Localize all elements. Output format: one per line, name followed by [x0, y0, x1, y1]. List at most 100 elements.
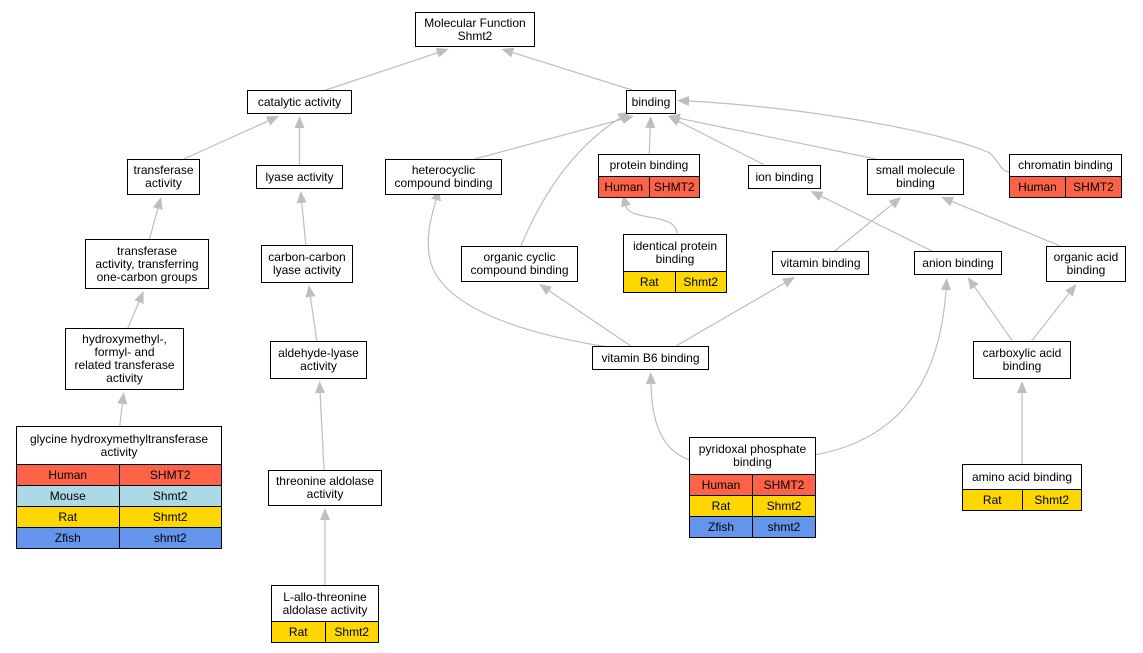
- edge-chromatin-to-binding: [677, 96, 1011, 173]
- edge-protein-binding-to-binding: [645, 116, 656, 155]
- gene-cell[interactable]: SHMT2: [118, 465, 222, 485]
- edge-vitamin-b6-to-organic-cyclic: [539, 284, 632, 347]
- term-label: Molecular Function Shmt2: [424, 15, 526, 43]
- term-label: organic acid binding: [1053, 250, 1119, 277]
- go-term-threonine-aldolase[interactable]: threonine aldolase activity: [268, 470, 382, 506]
- gene-cell[interactable]: Shmt2: [118, 486, 222, 506]
- go-term-vitamin-b6[interactable]: vitamin B6 binding: [592, 346, 709, 370]
- edge-small-molecule-to-binding: [668, 113, 876, 160]
- term-label: chromatin binding: [1018, 158, 1113, 172]
- annotation-row-rat: Rat Shmt2: [963, 489, 1081, 510]
- annotation-row-human: Human SHMT2: [17, 464, 221, 485]
- term-label: protein binding: [609, 158, 689, 172]
- gene-cell[interactable]: Shmt2: [1021, 490, 1082, 510]
- term-label: transferase activity, transferring one-c…: [95, 243, 199, 284]
- go-term-carboxylic-acid[interactable]: carboxylic acid binding: [973, 341, 1071, 379]
- annotation-row-mouse: Mouse Shmt2: [17, 485, 221, 506]
- species-cell: Human: [604, 179, 644, 194]
- species-cell: Rat: [711, 498, 731, 513]
- species-cell: Rat: [639, 274, 659, 289]
- gene-cell[interactable]: shmt2: [118, 528, 222, 548]
- go-term-transferase-one-carbon[interactable]: transferase activity, transferring one-c…: [85, 239, 209, 289]
- edge-anion-binding-to-ion-binding: [810, 191, 933, 252]
- species-cell: Rat: [982, 492, 1002, 507]
- species-cell: Human: [701, 477, 741, 492]
- edge-threonine-aldolase-to-aldehyde-lyase: [315, 381, 326, 471]
- term-label: hydroxymethyl-, formyl- and related tran…: [74, 332, 175, 385]
- go-term-mf[interactable]: Molecular Function Shmt2: [415, 12, 535, 47]
- go-term-small-molecule[interactable]: small molecule binding: [867, 159, 964, 195]
- gene-cell[interactable]: shmt2: [752, 517, 815, 537]
- edge-transferase-one-carbon-to-transferase: [148, 197, 163, 240]
- gene-cell[interactable]: Shmt2: [752, 496, 815, 516]
- species-cell: Mouse: [49, 488, 86, 503]
- edge-pyridoxal-to-vitamin-b6: [646, 372, 691, 461]
- term-label: aldehyde-lyase activity: [278, 346, 359, 373]
- term-label: vitamin B6 binding: [601, 350, 700, 365]
- term-label: heterocyclic compound binding: [394, 163, 493, 190]
- edge-identical-protein-to-protein-binding: [621, 194, 678, 235]
- annotation-row-human: Human SHMT2: [690, 474, 815, 495]
- annotation-row-rat: Rat Shmt2: [624, 271, 726, 292]
- species-cell: Zfish: [54, 530, 81, 545]
- gene-cell[interactable]: SHMT2: [752, 475, 815, 495]
- edge-organic-cyclic-to-binding: [520, 111, 631, 247]
- annotation-row-rat: Rat Shmt2: [690, 495, 815, 516]
- species-cell: Human: [48, 467, 88, 482]
- gene-cell[interactable]: SHMT2: [1065, 177, 1121, 197]
- annotation-row-zfish: Zfish shmt2: [17, 527, 221, 548]
- term-label: carboxylic acid binding: [982, 346, 1062, 373]
- edge-vitamin-binding-to-small-molecule: [834, 197, 902, 252]
- gene-cell[interactable]: Shmt2: [674, 272, 727, 292]
- edge-carbon-carbon-to-lyase: [296, 191, 307, 246]
- go-term-glycine[interactable]: glycine hydroxymethyltransferase activit…: [16, 426, 222, 549]
- edge-pyridoxal-to-anion-binding: [813, 278, 951, 456]
- gene-cell[interactable]: SHMT2: [648, 177, 700, 197]
- go-term-organic-cyclic[interactable]: organic cyclic compound binding: [461, 246, 578, 282]
- gene-cell[interactable]: Shmt2: [118, 507, 222, 527]
- edge-vitamin-b6-to-vitamin-binding: [675, 277, 795, 347]
- edge-amino-acid-to-carboxylic-acid: [1017, 381, 1027, 464]
- go-term-vitamin-binding[interactable]: vitamin binding: [772, 251, 869, 275]
- term-label: binding: [631, 94, 671, 109]
- edge-lyase-to-catalytic: [294, 116, 305, 165]
- go-term-ion-binding[interactable]: ion binding: [748, 165, 821, 189]
- edge-carboxylic-acid-to-organic-acid: [1031, 284, 1077, 342]
- edge-l-allo-to-threonine-aldolase: [320, 508, 330, 585]
- go-term-catalytic[interactable]: catalytic activity: [247, 90, 352, 114]
- term-label: small molecule binding: [875, 163, 956, 190]
- term-label: L-allo-threonine aldolase activity: [282, 589, 368, 617]
- gene-cell[interactable]: Shmt2: [324, 622, 379, 642]
- species-cell: Zfish: [707, 519, 734, 534]
- edge-carboxylic-acid-to-anion-binding: [967, 277, 1013, 342]
- edge-catalytic-to-mf: [325, 48, 449, 91]
- go-term-heterocyclic[interactable]: heterocyclic compound binding: [385, 159, 502, 195]
- term-label: identical protein binding: [632, 239, 718, 266]
- edge-organic-acid-to-small-molecule: [941, 196, 1061, 247]
- edge-aldehyde-lyase-to-carbon-carbon: [305, 285, 318, 342]
- go-term-binding[interactable]: binding: [626, 90, 676, 114]
- go-term-carbon-carbon[interactable]: carbon-carbon lyase activity: [261, 245, 353, 283]
- annotation-row-zfish: Zfish shmt2: [690, 516, 815, 537]
- go-term-lyase[interactable]: lyase activity: [256, 165, 343, 189]
- term-label: vitamin binding: [780, 255, 861, 270]
- edge-hydroxymethyl-to-transferase-one-carbon: [127, 291, 144, 329]
- term-label: ion binding: [755, 169, 814, 184]
- go-term-anion-binding[interactable]: anion binding: [914, 251, 1002, 275]
- go-term-aldehyde-lyase[interactable]: aldehyde-lyase activity: [270, 341, 367, 379]
- term-label: organic cyclic compound binding: [470, 250, 569, 277]
- go-term-organic-acid[interactable]: organic acid binding: [1046, 246, 1126, 282]
- edge-glycine-to-hydroxymethyl: [117, 392, 128, 427]
- go-term-hydroxymethyl[interactable]: hydroxymethyl-, formyl- and related tran…: [65, 328, 184, 390]
- term-label: anion binding: [922, 255, 994, 270]
- term-label: threonine aldolase activity: [275, 474, 375, 501]
- annotation-row-human: Human SHMT2: [599, 176, 699, 197]
- go-term-transferase[interactable]: transferase activity: [127, 159, 200, 195]
